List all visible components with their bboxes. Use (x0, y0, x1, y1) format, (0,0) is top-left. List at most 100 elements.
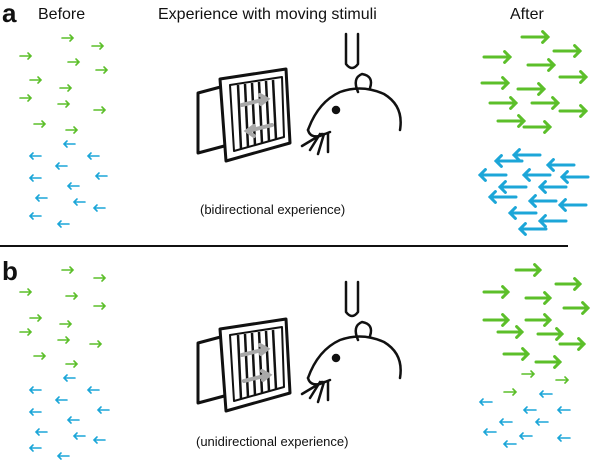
rightward-arrow-icon (526, 58, 557, 72)
rightward-arrow-icon (482, 313, 511, 327)
leftward-arrow-icon (56, 220, 70, 228)
stimulus-monitor-icon (196, 317, 292, 413)
leftward-arrow-icon (556, 406, 571, 414)
rat-with-electrode-icon (300, 32, 402, 156)
rightward-arrow-icon (19, 94, 33, 102)
rightward-arrow-icon (496, 114, 527, 128)
rightward-arrow-icon (558, 104, 589, 118)
leftward-arrow-icon (478, 398, 493, 406)
rightward-arrow-icon (496, 325, 525, 339)
rightward-arrow-icon (558, 70, 589, 84)
rightward-arrow-icon (67, 58, 81, 66)
leftward-arrow-icon (559, 170, 590, 184)
leftward-arrow-icon (28, 212, 42, 220)
rightward-arrow-icon (555, 376, 570, 384)
rightward-arrow-icon (19, 328, 33, 336)
rightward-arrow-icon (524, 291, 553, 305)
rightward-arrow-icon (516, 82, 547, 96)
leftward-arrow-icon (96, 406, 110, 414)
rightward-arrow-icon (95, 66, 109, 74)
leftward-arrow-icon (545, 158, 576, 172)
leftward-arrow-icon (517, 222, 548, 236)
leftward-arrow-icon (498, 418, 513, 426)
leftward-arrow-icon (522, 406, 537, 414)
rightward-arrow-icon (91, 42, 105, 50)
leftward-arrow-icon (86, 152, 100, 160)
rightward-arrow-icon (520, 30, 551, 44)
rightward-arrow-icon (61, 266, 75, 274)
rightward-arrow-icon (65, 292, 79, 300)
rightward-arrow-icon (552, 44, 583, 58)
after-label: After (510, 6, 544, 23)
rightward-arrow-icon (554, 277, 583, 291)
figure-title: Experience with moving stimuli (158, 6, 377, 23)
leftward-arrow-icon (502, 440, 517, 448)
leftward-arrow-icon (28, 152, 42, 160)
leftward-arrow-icon (66, 416, 80, 424)
rightward-arrow-icon (33, 120, 47, 128)
leftward-arrow-icon (557, 198, 588, 212)
leftward-arrow-icon (477, 168, 508, 182)
leftward-arrow-icon (34, 428, 48, 436)
rightward-arrow-icon (536, 327, 565, 341)
leftward-arrow-icon (92, 436, 106, 444)
panel-divider (0, 245, 568, 247)
rightward-arrow-icon (562, 301, 591, 315)
panel-b-caption: (unidirectional experience) (196, 434, 349, 449)
leftward-arrow-icon (72, 432, 86, 440)
before-arrow-field-a (19, 34, 109, 228)
rightward-arrow-icon (29, 76, 43, 84)
leftward-arrow-icon (62, 374, 76, 382)
leftward-arrow-icon (62, 140, 76, 148)
rightward-arrow-icon (93, 106, 107, 114)
leftward-arrow-icon (54, 396, 68, 404)
rightward-arrow-icon (482, 50, 513, 64)
leftward-arrow-icon (537, 180, 568, 194)
leftward-arrow-icon (66, 182, 80, 190)
leftward-arrow-icon (534, 418, 549, 426)
rightward-arrow-icon (93, 274, 107, 282)
rightward-arrow-icon (521, 370, 536, 378)
panel-a-letter: a (2, 0, 17, 28)
leftward-arrow-icon (507, 206, 538, 220)
leftward-arrow-icon (56, 452, 70, 460)
rightward-arrow-icon (522, 120, 553, 134)
leftward-arrow-icon (556, 434, 571, 442)
rightward-arrow-icon (534, 355, 563, 369)
rightward-arrow-icon (89, 340, 103, 348)
leftward-arrow-icon (538, 390, 553, 398)
leftward-arrow-icon (28, 444, 42, 452)
rightward-arrow-icon (524, 313, 553, 327)
rightward-arrow-icon (65, 360, 79, 368)
rat-with-electrode-icon (300, 280, 402, 404)
leftward-arrow-icon (34, 194, 48, 202)
rightward-arrow-icon (61, 34, 75, 42)
before-arrow-field-b (19, 266, 110, 460)
leftward-arrow-icon (537, 214, 568, 228)
rightward-arrow-icon (488, 96, 519, 110)
leftward-arrow-icon (518, 432, 533, 440)
leftward-arrow-icon (28, 386, 42, 394)
leftward-arrow-icon (511, 148, 542, 162)
after-arrow-field-a (477, 30, 590, 236)
rightward-arrow-icon (59, 320, 73, 328)
rightward-arrow-icon (57, 336, 71, 344)
rightward-arrow-icon (480, 76, 511, 90)
leftward-arrow-icon (493, 154, 524, 168)
rightward-arrow-icon (19, 288, 33, 296)
before-label: Before (38, 6, 86, 23)
leftward-arrow-icon (28, 174, 42, 182)
leftward-arrow-icon (86, 386, 100, 394)
panel-a-caption: (bidirectional experience) (200, 202, 346, 217)
rightward-arrow-icon (93, 302, 107, 310)
rightward-arrow-icon (558, 337, 587, 351)
leftward-arrow-icon (482, 428, 497, 436)
panel-b-letter: b (2, 256, 18, 286)
rightward-arrow-icon (502, 347, 531, 361)
rightward-arrow-icon (530, 96, 561, 110)
leftward-arrow-icon (72, 198, 86, 206)
rightward-arrow-icon (482, 285, 511, 299)
rightward-arrow-icon (503, 388, 518, 396)
rightward-arrow-icon (19, 52, 33, 60)
rightward-arrow-icon (29, 314, 43, 322)
